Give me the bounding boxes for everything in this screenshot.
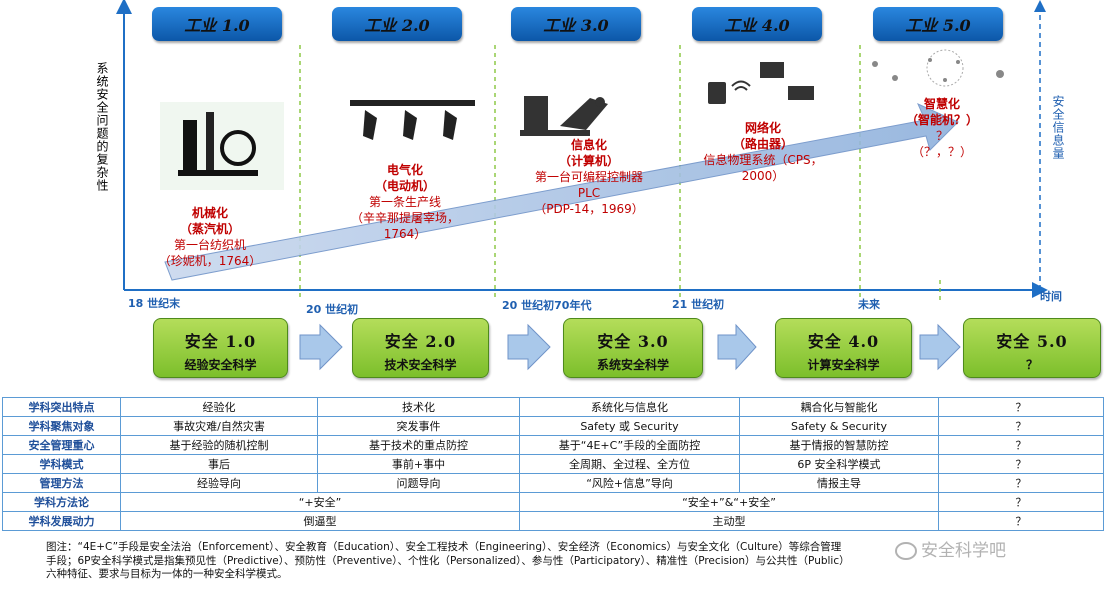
wechat-icon [895, 542, 917, 560]
table-cell: ？ [938, 435, 1104, 455]
era-label: 20 世纪初70年代 [502, 299, 592, 312]
table-cell: 主动型 [519, 511, 939, 531]
table-cell: 情报主导 [739, 473, 939, 493]
table-cell: 经验导向 [120, 473, 318, 493]
table-cell: “安全+”&“+安全” [519, 492, 939, 512]
tab-industry-2: 工业 2.0 [332, 7, 462, 41]
stage-label-4: 网络化（路由器） 信息物理系统（CPS，2000） [703, 121, 823, 183]
stage-label-1: 机械化（蒸汽机） 第一台纺织机（珍妮机，1764） [158, 206, 262, 268]
axes-layer [116, 0, 1048, 300]
table-cell: 事后 [120, 454, 318, 474]
table-row: 学科聚焦对象 事故灾难/自然灾害 突发事件 Safety 或 Security … [2, 416, 1104, 436]
tab-industry-4: 工业 4.0 [692, 7, 822, 41]
steam-engine-illustration [160, 102, 284, 190]
table-row: 安全管理重心 基于经验的随机控制 基于技术的重点防控 基于“4E+C”手段的全面… [2, 435, 1104, 455]
table-cell: 耦合化与智能化 [739, 397, 939, 417]
row-head: 安全管理重心 [2, 435, 121, 455]
table-cell: “风险+信息”导向 [519, 473, 740, 493]
progression-arrows [299, 323, 961, 371]
right-arrow-icon [299, 323, 343, 371]
row-head: 学科聚焦对象 [2, 416, 121, 436]
y-axis-label: 系统安全问题的复杂性 [95, 62, 109, 192]
table-row: 学科方法论 “+安全” “安全+”&“+安全” ？ [2, 492, 1104, 512]
row-head: 学科方法论 [2, 492, 121, 512]
trend-arrow [164, 103, 959, 281]
era-label: 未来 [858, 298, 880, 311]
table-cell: ？ [938, 454, 1104, 474]
right-arrow-icon [717, 323, 757, 371]
smart-network-illustration [872, 49, 1004, 87]
era-label: 20 世纪初 [306, 303, 359, 316]
table-cell: ？ [938, 397, 1104, 417]
table-cell: ？ [938, 473, 1104, 493]
table-cell: 基于“4E+C”手段的全面防控 [519, 435, 740, 455]
era-label: 18 世纪末 [128, 297, 181, 310]
table-cell: 系统化与信息化 [519, 397, 740, 417]
row-head: 学科突出特点 [2, 397, 121, 417]
comparison-table: 学科突出特点 经验化 技术化 系统化与信息化 耦合化与智能化 ？ 学科聚焦对象 … [2, 397, 1104, 531]
table-cell: 经验化 [120, 397, 318, 417]
safety-box-5: 安全 5.0？ [963, 318, 1101, 378]
table-cell: Safety & Security [739, 416, 939, 436]
table-cell: ？ [938, 416, 1104, 436]
table-cell: ？ [938, 511, 1104, 531]
tab-industry-1: 工业 1.0 [152, 7, 282, 41]
note-line: 六种特征、要求与目标为一体的一种安全科学模式。 [46, 568, 288, 580]
table-cell: 6P 安全科学模式 [739, 454, 939, 474]
era-label: 21 世纪初 [672, 298, 725, 311]
note-line: 手段；6P安全科学模式是指集预见性（Predictive）、预防性（Preven… [46, 554, 850, 567]
table-cell: 事故灾难/自然灾害 [120, 416, 318, 436]
tab-industry-5: 工业 5.0 [873, 7, 1003, 41]
table-row: 学科模式 事后 事前+事中 全周期、全过程、全方位 6P 安全科学模式 ？ [2, 454, 1104, 474]
table-cell: 全周期、全过程、全方位 [519, 454, 740, 474]
production-line-illustration [350, 100, 475, 140]
right-arrow-icon [919, 323, 961, 371]
robot-arm-illustration [520, 96, 608, 136]
table-cell: ？ [938, 492, 1104, 512]
table-cell: 突发事件 [317, 416, 520, 436]
table-cell: 倒逼型 [120, 511, 520, 531]
network-devices-illustration [708, 62, 814, 104]
table-cell: 问题导向 [317, 473, 520, 493]
x-axis-label: 时间 [1040, 290, 1062, 303]
right-arrow-icon [507, 323, 551, 371]
table-cell: 技术化 [317, 397, 520, 417]
stage-label-5: 智慧化（智能机？） ？（？，？） [905, 97, 978, 159]
row-head: 学科发展动力 [2, 511, 121, 531]
table-cell: 事前+事中 [317, 454, 520, 474]
table-row: 管理方法 经验导向 问题导向 “风险+信息”导向 情报主导 ？ [2, 473, 1104, 493]
table-cell: 基于情报的智慧防控 [739, 435, 939, 455]
row-head: 管理方法 [2, 473, 121, 493]
table-cell: “+安全” [120, 492, 520, 512]
table-cell: Safety 或 Security [519, 416, 740, 436]
table-cell: 基于经验的随机控制 [120, 435, 318, 455]
row-head: 学科模式 [2, 454, 121, 474]
stage-label-2: 电气化（电动机） 第一条生产线（辛辛那提屠宰场，1764） [350, 163, 459, 241]
table-row: 学科突出特点 经验化 技术化 系统化与信息化 耦合化与智能化 ？ [2, 397, 1104, 417]
tab-industry-3: 工业 3.0 [511, 7, 641, 41]
table-row: 学科发展动力 倒逼型 主动型 ？ [2, 511, 1104, 531]
right-axis-label: 安全信息量 [1051, 95, 1065, 160]
table-cell: 基于技术的重点防控 [317, 435, 520, 455]
watermark: 安全科学吧 [895, 536, 1006, 561]
figure-note: 图注：“4E+C”手段是安全法治（Enforcement）、安全教育（Educa… [46, 541, 850, 582]
note-line: 图注：“4E+C”手段是安全法治（Enforcement）、安全教育（Educa… [46, 541, 842, 553]
